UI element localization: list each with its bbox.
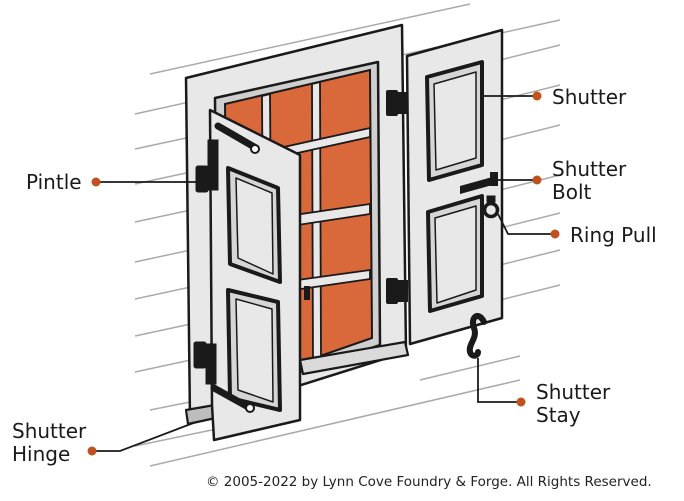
shutter-hinge-label-line2: Hinge <box>12 442 71 466</box>
left-shutter <box>208 108 302 442</box>
shutter-stay-label-line1: Shutter <box>536 380 611 404</box>
shutter-hinge-lower <box>193 341 255 413</box>
right-shutter-hinge-upper <box>386 90 408 116</box>
right-shutter <box>405 28 504 346</box>
shutter-hinge-upper <box>195 122 260 193</box>
shutter-bolt-label-line2: Bolt <box>552 180 592 204</box>
copyright-notice: © 2005-2022 by Lynn Cove Foundry & Forge… <box>206 474 652 490</box>
shutter-hinge-label-line1: Shutter <box>12 419 87 443</box>
leader-lines <box>94 95 552 452</box>
ring-pull <box>482 195 500 219</box>
pintle-label: Pintle <box>26 170 82 194</box>
shutter-stay-label-line2: Stay <box>536 403 581 427</box>
shutter-catch <box>304 286 310 300</box>
right-shutter-hinge-lower <box>386 278 408 304</box>
shutter-bolt-label-line1: Shutter <box>552 157 627 181</box>
shutter-bolt <box>460 172 498 194</box>
shutter-label: Shutter <box>552 85 627 109</box>
ring-pull-label: Ring Pull <box>570 223 657 247</box>
leader-dots <box>87 91 560 456</box>
shutter-stay <box>466 313 487 359</box>
